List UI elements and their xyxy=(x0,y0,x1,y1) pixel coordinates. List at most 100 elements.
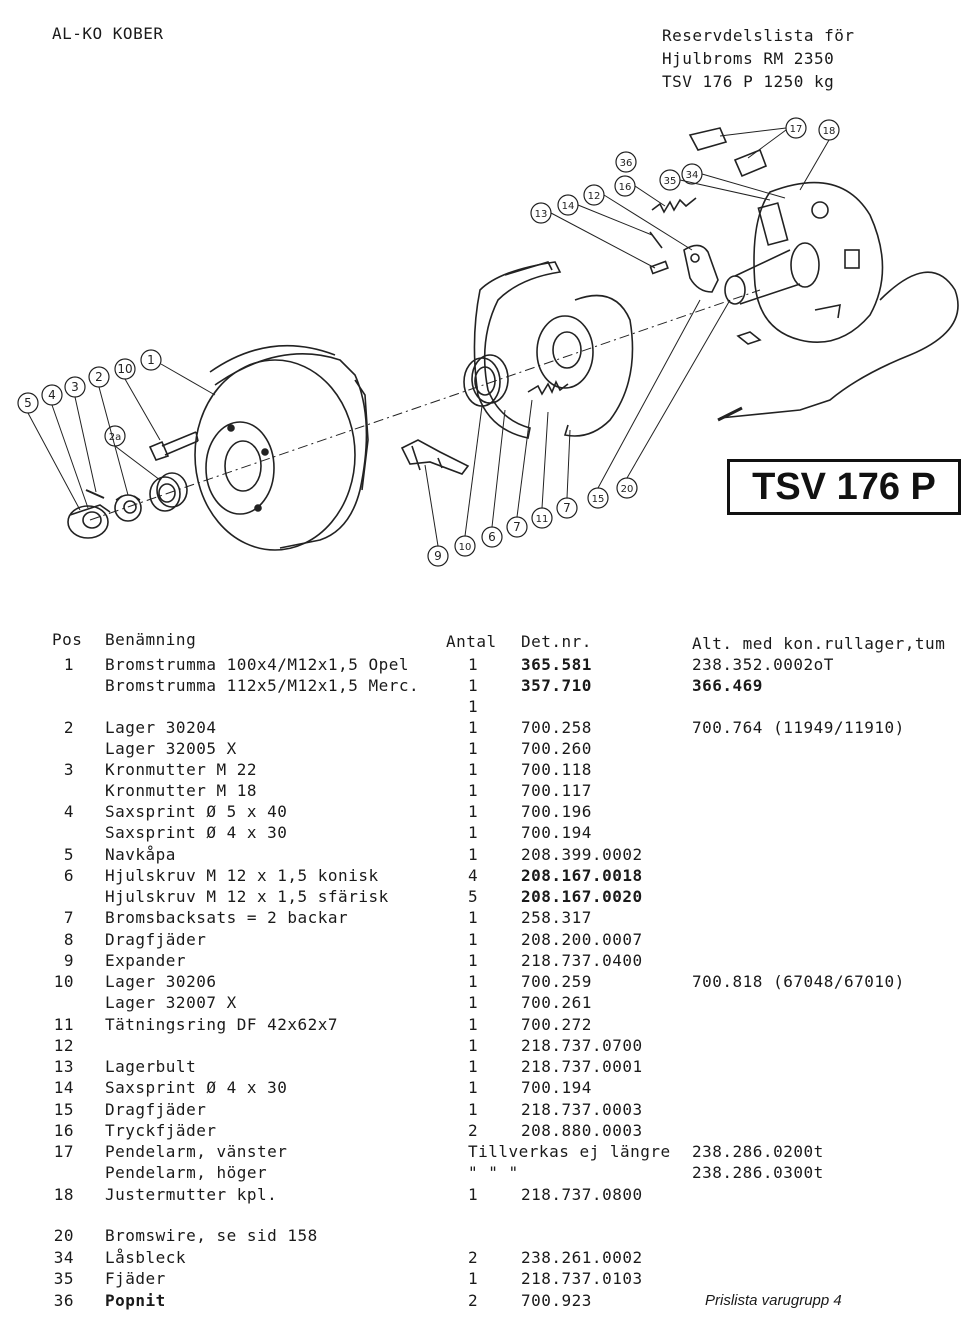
table-cell-pos: 5 xyxy=(63,845,74,864)
callout-16: 16 xyxy=(614,175,636,197)
svg-text:35: 35 xyxy=(664,176,677,187)
svg-text:14: 14 xyxy=(562,201,575,212)
svg-text:2: 2 xyxy=(95,370,103,384)
table-cell-pos: 35 xyxy=(53,1269,74,1288)
brake-shoe-part xyxy=(473,261,634,439)
svg-text:13: 13 xyxy=(535,209,548,220)
table-cell-name: Bromswire, se sid 158 xyxy=(105,1226,318,1245)
table-cell-part: 700.260 xyxy=(521,739,592,758)
table-cell-pos: 10 xyxy=(53,972,74,991)
table-cell-part: 218.737.0103 xyxy=(521,1269,643,1288)
table-cell-name: Bromsbacksats = 2 backar xyxy=(105,908,349,927)
table-cell-name: Lagerbult xyxy=(105,1057,197,1076)
table-cell-alt: 700.818 (67048/67010) xyxy=(692,972,905,991)
svg-text:2a: 2a xyxy=(109,432,122,443)
header-qty: Antal xyxy=(446,632,497,651)
table-cell-name: Låsbleck xyxy=(105,1248,187,1267)
callout-1: 1 xyxy=(140,349,162,371)
backplate-part xyxy=(753,181,884,343)
table-cell-pos: 34 xyxy=(53,1248,74,1267)
svg-text:7: 7 xyxy=(513,520,521,534)
table-cell-name: Pendelarm, höger xyxy=(105,1163,268,1182)
svg-text:12: 12 xyxy=(588,191,601,202)
hub-cap-part xyxy=(67,504,111,539)
table-cell-part: 208.200.0007 xyxy=(521,930,643,949)
svg-text:10: 10 xyxy=(459,542,472,553)
header-name: Benämning xyxy=(105,630,197,649)
table-cell-pos: 14 xyxy=(53,1078,74,1097)
table-cell-pos: 13 xyxy=(53,1057,74,1076)
table-cell-part: 208.167.0018 xyxy=(521,866,643,885)
table-cell-name: Popnit xyxy=(105,1291,166,1310)
table-cell-pos: 7 xyxy=(63,908,74,927)
table-cell-name: Tryckfjäder xyxy=(105,1121,217,1140)
table-cell-pos: 17 xyxy=(53,1142,74,1161)
table-cell-name: Justermutter kpl. xyxy=(105,1185,278,1204)
table-cell-pos: 8 xyxy=(63,930,74,949)
table-cell-qty: 1 xyxy=(468,823,479,842)
table-cell-name: Kronmutter M 18 xyxy=(105,781,257,800)
callout-7a: 6 xyxy=(481,526,503,548)
svg-text:16: 16 xyxy=(619,182,632,193)
callout-14: 14 xyxy=(557,194,579,216)
table-cell-alt: 238.352.0002oT xyxy=(692,655,834,674)
svg-text:20: 20 xyxy=(621,484,634,495)
header-alt: Alt. med kon.rullager,tum xyxy=(692,634,946,653)
table-cell-pos: 12 xyxy=(53,1036,74,1055)
document-header: Reservdelslista för Hjulbroms RM 2350 TS… xyxy=(662,24,855,93)
adjuster-nut-part xyxy=(688,127,768,178)
table-cell-name: Fjäder xyxy=(105,1269,166,1288)
table-cell-pos: 6 xyxy=(63,866,74,885)
svg-text:18: 18 xyxy=(823,126,836,137)
table-cell-part: 700.258 xyxy=(521,718,592,737)
axis-line xyxy=(89,289,761,521)
table-cell-part: 700.923 xyxy=(521,1291,592,1310)
table-cell-pos: 9 xyxy=(63,951,74,970)
table-cell-pos: 2 xyxy=(63,718,74,737)
callout-9: 9 xyxy=(427,545,449,567)
table-cell-name: Lager 30204 xyxy=(105,718,217,737)
table-cell-qty: 1 xyxy=(468,1015,479,1034)
table-cell-qty: Tillverkas ej längre xyxy=(468,1142,671,1161)
table-cell-part: 218.737.0003 xyxy=(521,1100,643,1119)
footer-note: Prislista varugrupp 4 xyxy=(705,1292,842,1309)
table-cell-qty: 1 xyxy=(468,718,479,737)
table-cell-qty: 1 xyxy=(468,1036,479,1055)
expander-part xyxy=(400,439,470,475)
table-cell-qty: 4 xyxy=(468,866,479,885)
svg-text:17: 17 xyxy=(790,124,803,135)
header-part: Det.nr. xyxy=(521,632,592,651)
svg-text:4: 4 xyxy=(48,388,56,402)
table-cell-qty: 1 xyxy=(468,930,479,949)
table-cell-pos: 20 xyxy=(53,1226,74,1245)
callout-20: 20 xyxy=(616,477,638,499)
table-cell-qty: 1 xyxy=(468,676,479,695)
header-line-1: Reservdelslista för xyxy=(662,26,855,45)
callout-18: 17 xyxy=(785,117,807,139)
callout-5: 5 xyxy=(17,392,39,414)
table-cell-qty: 1 xyxy=(468,972,479,991)
table-cell-qty: 2 xyxy=(468,1291,479,1310)
callout-8: 7 xyxy=(506,516,528,538)
table-cell-qty: 1 xyxy=(468,802,479,821)
svg-text:5: 5 xyxy=(24,396,32,410)
table-cell-name: Expander xyxy=(105,951,187,970)
callout-11: 11 xyxy=(531,507,553,529)
callout-10: 10 xyxy=(454,535,476,557)
table-cell-qty: 1 xyxy=(468,655,479,674)
brand-label: AL-KO KOBER xyxy=(52,24,164,43)
lever-part xyxy=(649,231,719,293)
callout-15: 15 xyxy=(587,487,609,509)
table-cell-name: Hjulskruv M 12 x 1,5 sfärisk xyxy=(105,887,389,906)
callout-6: 10 xyxy=(114,358,136,380)
table-cell-qty: 1 xyxy=(468,1057,479,1076)
callout-2a: 2a xyxy=(104,425,126,447)
table-cell-part: 218.737.0800 xyxy=(521,1185,643,1204)
table-cell-qty: " " " xyxy=(468,1163,519,1182)
callout-36: 36 xyxy=(615,151,637,173)
table-cell-part: 700.118 xyxy=(521,760,592,779)
callout-17: 18 xyxy=(818,119,840,141)
table-cell-part: 700.196 xyxy=(521,802,592,821)
wheel-bolt-part xyxy=(148,431,199,461)
table-cell-name: Hjulskruv M 12 x 1,5 konisk xyxy=(105,866,379,885)
